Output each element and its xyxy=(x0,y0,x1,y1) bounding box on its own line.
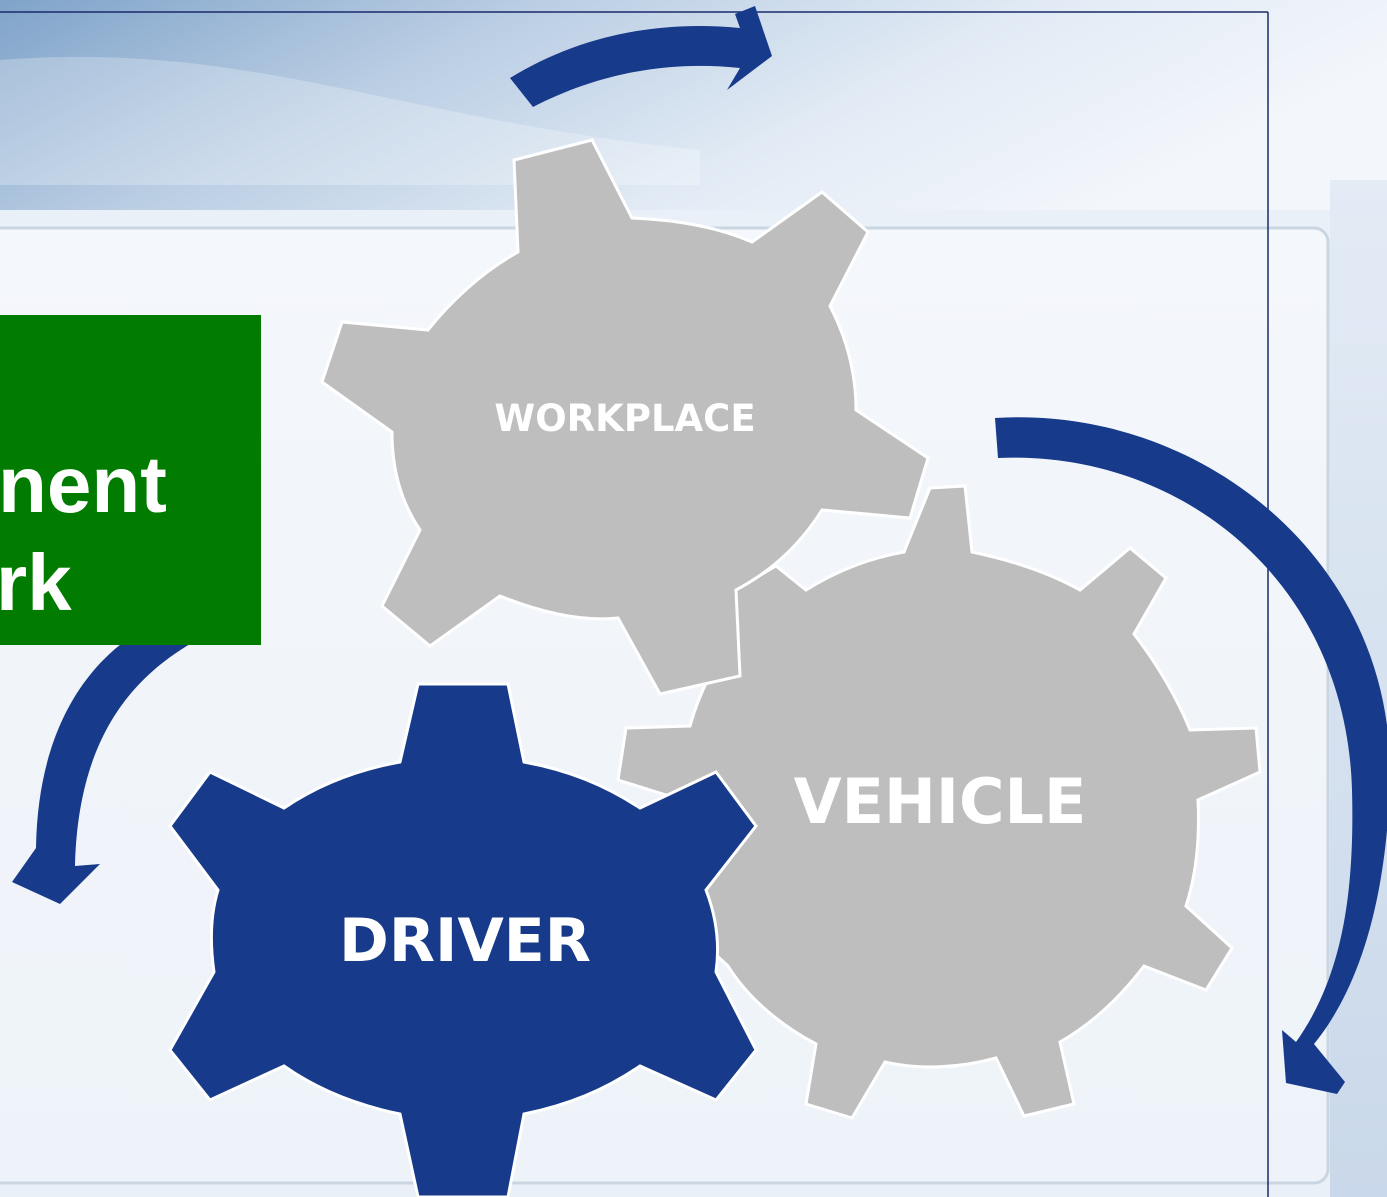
vehicle-label: VEHICLE xyxy=(794,765,1087,838)
title-line-1: nent xyxy=(0,440,167,529)
right-arrow xyxy=(995,417,1387,1094)
workplace-gear xyxy=(320,138,930,696)
top-arrow xyxy=(510,6,772,107)
driver-gear xyxy=(168,682,758,1197)
driver-label: DRIVER xyxy=(339,906,591,976)
title-line-2: rk xyxy=(0,538,72,627)
driver-gear-shape xyxy=(168,682,758,1197)
workplace-label: WORKPLACE xyxy=(494,397,755,440)
workplace-gear-shape xyxy=(320,138,930,696)
title-box: nent rk xyxy=(0,315,261,645)
left-arrow xyxy=(12,620,190,904)
top-band-swoosh xyxy=(0,56,700,185)
